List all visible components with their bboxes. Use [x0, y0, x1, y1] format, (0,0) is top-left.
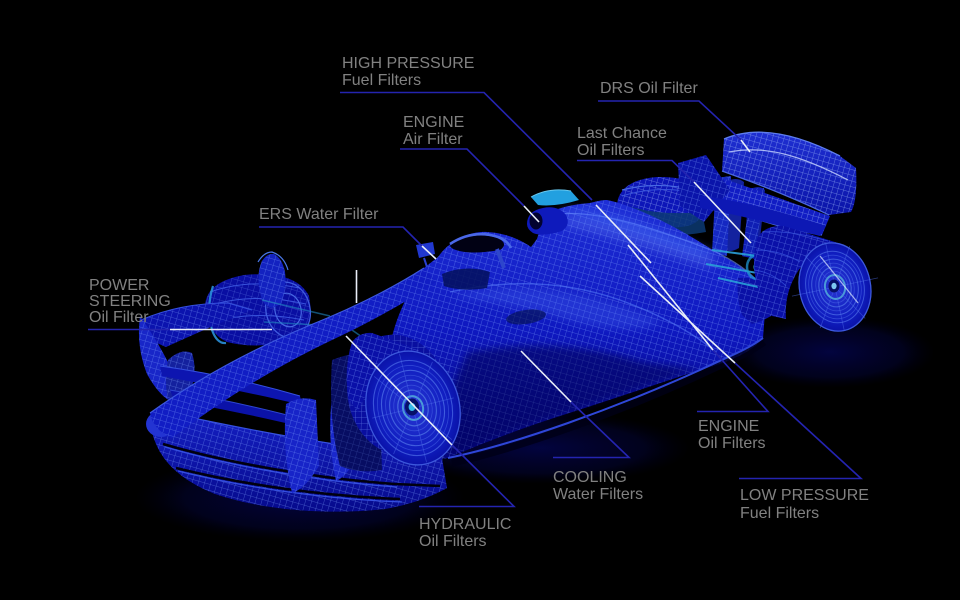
svg-text:Fuel Filters: Fuel Filters — [740, 505, 819, 522]
svg-text:COOLING: COOLING — [553, 469, 627, 486]
svg-text:ERS Water Filter: ERS Water Filter — [259, 206, 379, 223]
svg-text:DRS Oil Filter: DRS Oil Filter — [600, 80, 698, 97]
svg-text:POWER: POWER — [89, 277, 149, 294]
svg-text:Fuel Filters: Fuel Filters — [342, 72, 421, 89]
svg-text:Oil Filter: Oil Filter — [89, 309, 149, 326]
svg-text:Last Chance: Last Chance — [577, 125, 667, 142]
svg-text:Oil Filters: Oil Filters — [419, 533, 487, 550]
svg-text:STEERING: STEERING — [89, 293, 171, 310]
svg-text:LOW PRESSURE: LOW PRESSURE — [740, 487, 869, 504]
svg-text:ENGINE: ENGINE — [403, 114, 464, 131]
svg-text:Air Filter: Air Filter — [403, 131, 463, 148]
svg-text:Oil Filters: Oil Filters — [577, 142, 645, 159]
svg-text:ENGINE: ENGINE — [698, 418, 759, 435]
svg-text:HIGH PRESSURE: HIGH PRESSURE — [342, 55, 474, 72]
svg-text:HYDRAULIC: HYDRAULIC — [419, 516, 511, 533]
svg-text:Water Filters: Water Filters — [553, 486, 643, 503]
svg-text:Oil Filters: Oil Filters — [698, 435, 766, 452]
